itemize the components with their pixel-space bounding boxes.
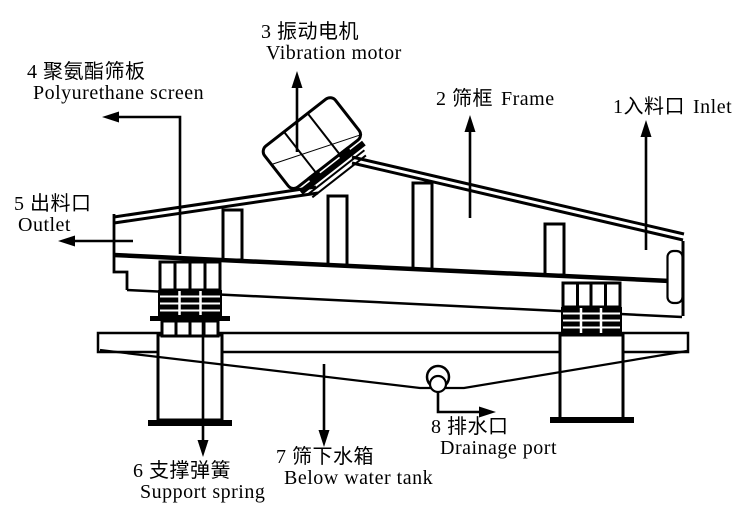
label-drainage-port: 8 排水口 Drainage port [431,417,557,459]
label-support-spring: 6 支撑弹簧 Support spring [133,461,265,503]
label-below-water-tank-zh: 7 筛下水箱 [276,446,374,468]
label-vibration-motor-zh: 3 振动电机 [261,21,359,43]
leg-flange-left [148,420,232,426]
label-inlet: 1入料口 Inlet [613,97,732,118]
inlet-end-cap [666,241,685,316]
arrow-inlet [640,120,652,250]
label-outlet: 5 出料口 Outlet [14,194,92,236]
arrow-below-water-tank [318,364,330,447]
label-polyurethane-screen-en: Polyurethane screen [33,82,205,104]
spring-assembly-right [561,281,622,334]
label-below-water-tank-en: Below water tank [284,467,434,489]
arrow-polyurethane-screen [102,111,182,254]
motor-bolt [307,169,322,184]
support-leg-left [156,333,224,422]
label-polyurethane-screen: 4 聚氨酯筛板 Polyurethane screen [27,62,204,104]
label-vibration-motor-en: Vibration motor [266,42,402,64]
arrow-outlet [58,235,133,247]
outlet-end-wall [112,214,129,290]
leg-flange-right [550,417,634,423]
label-vibration-motor: 3 振动电机 Vibration motor [261,22,402,64]
label-outlet-zh: 5 出料口 [14,193,92,215]
label-inlet-en: Inlet [693,96,733,118]
label-frame-zh: 2 筛框 [436,88,493,110]
drain-port [425,364,451,394]
arrow-vibration-motor [291,71,303,152]
frame-top-rail [113,155,685,242]
spring-assembly-left [150,260,230,338]
support-leg-right [558,333,625,421]
label-polyurethane-screen-zh: 4 聚氨酯筛板 [27,61,146,83]
screen-deck [113,252,671,284]
label-drainage-port-en: Drainage port [440,437,558,459]
motor-bolt [337,146,352,160]
base-frame [96,331,690,354]
label-frame: 2 筛框 Frame [436,89,555,110]
arrow-drainage-port [436,391,496,418]
vibration-motor [261,96,367,199]
label-frame-en: Frame [501,88,555,110]
label-support-spring-zh: 6 支撑弹簧 [133,460,231,482]
label-support-spring-en: Support spring [140,481,266,503]
label-drainage-port-zh: 8 排水口 [431,416,509,438]
callout-arrows [58,71,652,457]
label-below-water-tank: 7 筛下水箱 Below water tank [276,447,433,489]
motor-mount-bracket [298,140,366,195]
arrow-frame [464,115,476,218]
arrow-support-spring [197,317,209,457]
label-inlet-zh: 1入料口 [613,96,685,118]
label-outlet-en: Outlet [18,214,71,236]
